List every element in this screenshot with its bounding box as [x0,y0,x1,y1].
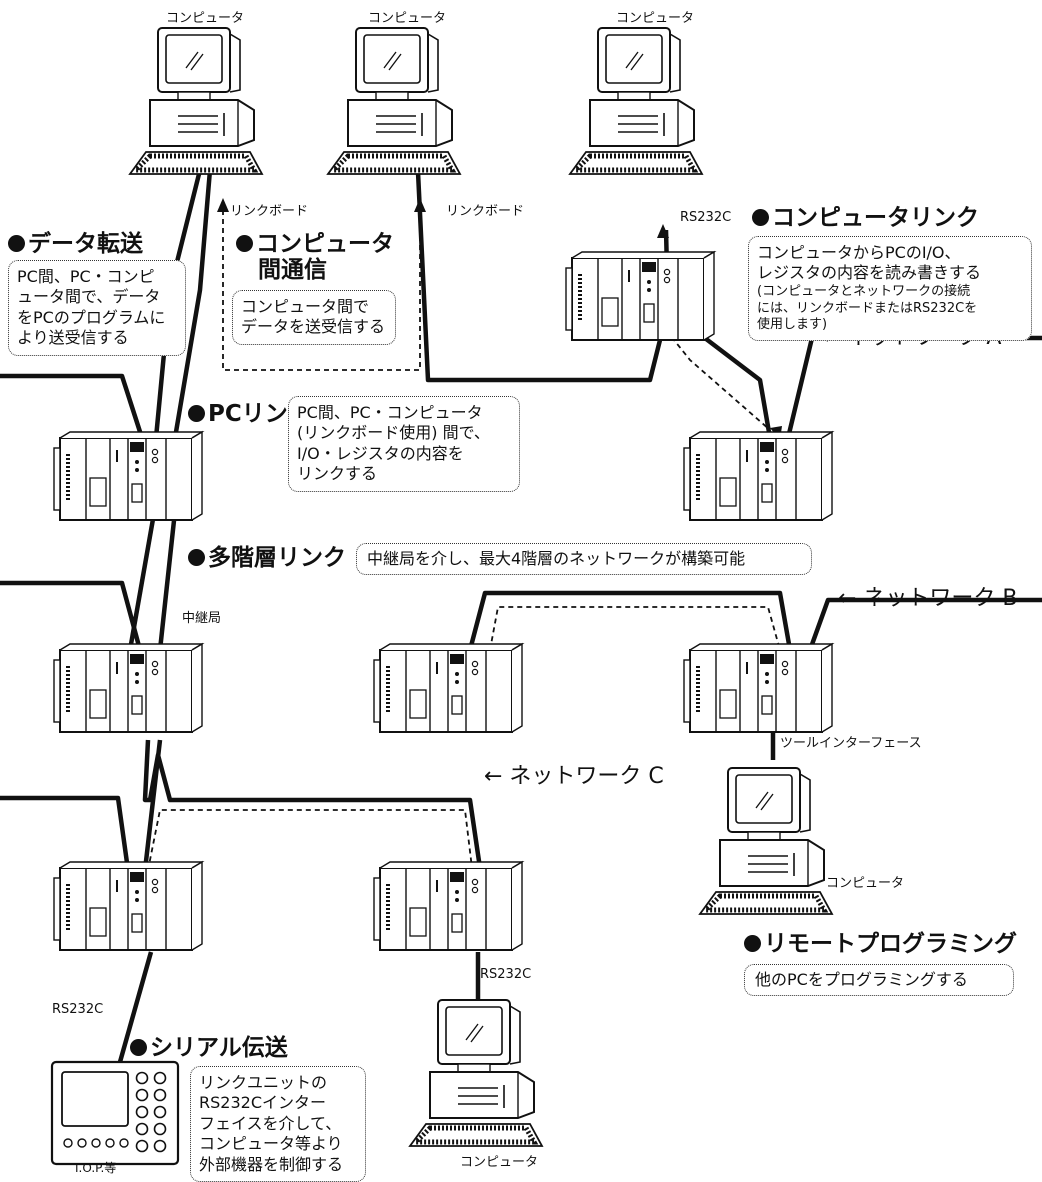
computer-link-line: レジスタの内容を読み書きする [757,263,982,283]
computer-comm-title: コンピュータ [236,231,394,257]
data-transfer-title: データ転送 [8,231,143,257]
computer-comm-box: コンピュータ間で データを送受信する [232,290,396,345]
computer-link-title-text: コンピュータリンク [772,205,979,231]
computer-label: コンピュータ [166,11,245,26]
link-board-label: リンクボード [230,204,309,219]
serial-transfer-line: RS232Cインター [199,1093,326,1113]
pc-link-line: リンクする [297,464,378,484]
computer-comm-line: コンピュータ間で [241,297,370,316]
data-transfer-box: PC間、PC・コンピ ュータ間で、データ をPCのプログラムに より送受信する [8,260,186,356]
multi-layer-link-box: 中継局を介し、最大4階層のネットワークが構築可能 [356,543,812,576]
computer-link-box: コンピュータからPCのI/O、 レジスタの内容を読み書きする (コンピュータとネ… [748,236,1032,341]
multi-layer-link-text: 中継局を介し、最大4階層のネットワークが構築可能 [367,549,746,568]
rs232c-label: RS232C [52,1002,104,1017]
remote-programming-text: 他のPCをプログラミングする [755,970,968,989]
pc-link-line: (リンクボード使用) 間で、 [297,423,490,443]
bullet-icon [8,235,25,252]
pc-link-box: PC間、PC・コンピュータ (リンクボード使用) 間で、 I/O・レジスタの内容… [288,396,520,492]
computer-link-line: コンピュータからPCのI/O、 [757,243,961,262]
rs232c-label: RS232C [680,210,732,225]
computer-comm-line: データを送受信する [241,317,386,337]
link-board-label: リンクボード [446,204,525,219]
computer-comm-title-line2: 間通信 [258,257,327,283]
computer-link-note: 使用します) [757,317,828,333]
data-transfer-title-text: データ転送 [28,231,143,257]
network-c-label: ← ネットワーク C [484,764,664,789]
network-b-label: ← ネットワーク B [838,586,1018,611]
bullet-icon [130,1039,147,1056]
serial-transfer-line: コンピュータ等より [199,1134,343,1154]
computer-comm-title-text: コンピュータ [256,231,394,257]
computer-link-note: (コンピュータとネットワークの接続 [757,283,971,299]
serial-transfer-title-text: シリアル伝送 [150,1035,288,1061]
bullet-icon [188,549,205,566]
computer-link-note: には、リンクボードまたはRS232Cを [757,300,978,316]
rs232c-label: RS232C [480,967,532,982]
multi-layer-link-title-text: 多階層リンク [208,545,346,571]
relay-station-label: 中継局 [182,611,222,626]
computer-link-title: コンピュータリンク [752,205,979,231]
computer-label: コンピュータ [368,11,447,26]
pc-link-line: I/O・レジスタの内容を [297,443,464,463]
data-transfer-line: より送受信する [17,328,129,348]
multi-layer-link-title: 多階層リンク [188,545,346,571]
data-transfer-line: をPCのプログラムに [17,307,166,327]
remote-programming-box: 他のPCをプログラミングする [744,964,1014,997]
bullet-icon [744,935,761,952]
bullet-icon [752,209,769,226]
computer-label: コンピュータ [460,1155,539,1170]
bullet-icon [236,235,253,252]
serial-transfer-box: リンクユニットの RS232Cインター フェイスを介して、 コンピュータ等より … [190,1066,366,1182]
data-transfer-line: ュータ間で、データ [17,287,161,307]
tool-interface-label: ツールインターフェース [780,736,922,751]
computer-label: コンピュータ [616,11,695,26]
computer-label: コンピュータ [826,876,905,891]
bullet-icon [188,405,205,422]
remote-programming-title: リモートプログラミング [744,931,1017,957]
serial-transfer-line: 外部機器を制御する [199,1154,344,1174]
iop-label: I.O.P.等 [75,1161,117,1175]
serial-transfer-line: リンクユニットの [199,1073,328,1092]
pc-link-line: PC間、PC・コンピュータ [297,403,483,422]
data-transfer-line: PC間、PC・コンピ [17,267,155,286]
serial-transfer-title: シリアル伝送 [130,1035,288,1061]
serial-transfer-line: フェイスを介して、 [199,1113,342,1133]
remote-programming-title-text: リモートプログラミング [764,931,1017,957]
